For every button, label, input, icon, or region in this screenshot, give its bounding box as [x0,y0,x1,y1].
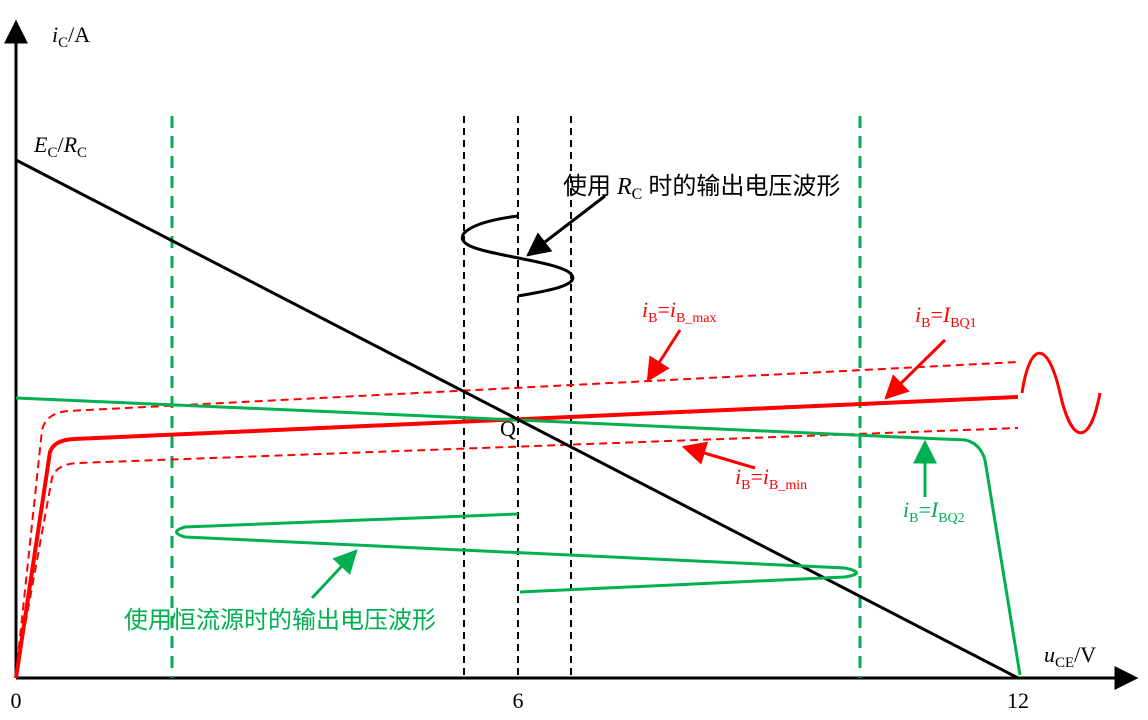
curve-ib-min [15,427,1019,676]
load-line [15,158,1019,680]
cs-output-waveform [175,512,858,594]
load-line-intercept-label: EC/RC [33,132,87,161]
rc-output-waveform [460,214,575,298]
rc-wave-arrow [526,194,606,257]
arrow-ib-max [646,329,682,383]
label-ib-min: iB=iB_min [735,464,807,493]
x-axis-label: uCE/V [1044,642,1096,671]
arrow-ib-bq1 [884,338,947,400]
cs-wave-arrow [310,549,358,600]
label-ib-bq2: iB=IBQ2 [903,497,965,526]
ib-sine-wave [1020,351,1102,435]
curve-ib-max [15,361,1019,676]
label-ib-max: iB=iB_max [642,297,716,326]
y-axis-label: iC/A [52,22,90,51]
arrow-ib-min [681,441,756,470]
label-ib-bq1: iB=IBQ1 [915,302,977,331]
x-tick-6: 6 [513,688,524,713]
cs-wave-annotation: 使用恒流源时的输出电压波形 [124,607,436,634]
curve-ib-bq2 [15,396,1022,676]
x-tick-0: 0 [11,688,22,713]
x-tick-12: 12 [1007,688,1029,713]
q-point-label: Q [500,416,516,441]
curve-ib-bq1 [14,395,1019,679]
